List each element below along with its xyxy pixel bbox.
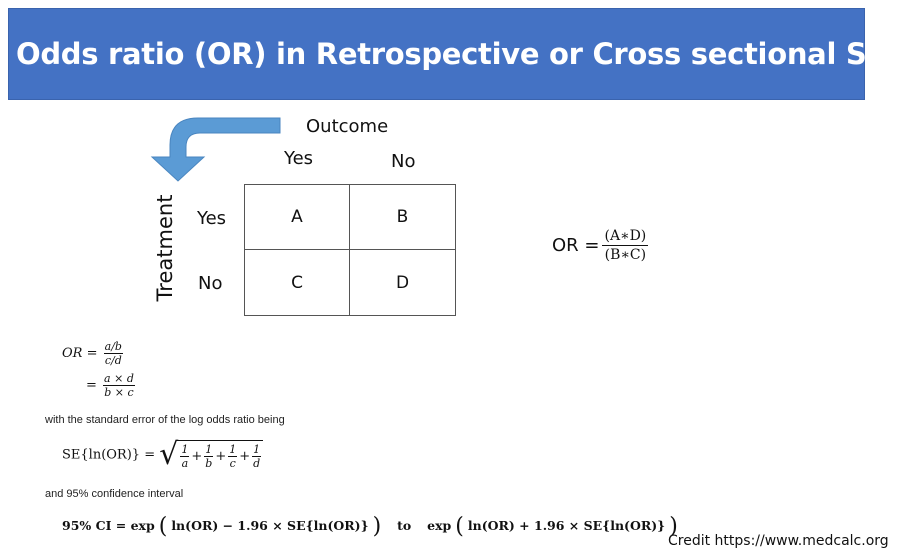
equals-sign: = <box>86 346 98 361</box>
plus-sign: + <box>215 449 227 464</box>
treatment-label: Treatment <box>153 194 177 302</box>
or-fraction-2-den: b × c <box>104 386 134 399</box>
or-fraction-2: a × d b × c <box>103 372 135 399</box>
title-banner: Odds ratio (OR) in Retrospective or Cros… <box>8 8 900 100</box>
or-formula-lhs: OR = <box>552 235 600 256</box>
se-term-b-num: 1 <box>204 443 214 457</box>
se-term-a-den: a <box>181 457 189 470</box>
open-paren: ( <box>455 514 464 539</box>
outcome-label: Outcome <box>306 116 389 137</box>
se-description: with the standard error of the log odds … <box>45 414 285 426</box>
cell-d: D <box>395 272 410 293</box>
se-term-d-num: 1 <box>252 443 262 457</box>
row-header-no: No <box>198 273 223 294</box>
or-fraction-1-den: c/d <box>104 354 122 367</box>
or-formula-fraction: (A∗D) (B∗C) <box>602 228 649 263</box>
equals-sign: = <box>86 378 97 393</box>
close-paren: ) <box>669 514 678 539</box>
or-formula-numerator: (A∗D) <box>602 228 649 246</box>
open-paren: ( <box>158 514 168 539</box>
radical-icon: √ <box>159 437 179 472</box>
column-header-no: No <box>391 151 416 172</box>
ci-lhs: 95% CI = exp <box>62 518 155 533</box>
or-definition-line1: OR = a/b c/d <box>62 340 125 367</box>
se-term-a-num: 1 <box>180 443 190 457</box>
se-term-b-den: b <box>205 457 213 470</box>
or-formula: OR = (A∗D) (B∗C) <box>552 228 649 263</box>
ci-lower-bound: ln(OR) − 1.96 × SE{ln(OR)} <box>171 518 369 533</box>
ci-formula: 95% CI = exp ( ln(OR) − 1.96 × SE{ln(OR)… <box>62 514 678 539</box>
row-header-yes: Yes <box>197 208 227 229</box>
or-definition-line2: = a × d b × c <box>86 372 137 399</box>
or-fraction-1: a/b c/d <box>103 340 123 367</box>
cell-c: C <box>245 250 350 315</box>
cell-b: B <box>350 185 455 250</box>
or-formula-denominator: (B∗C) <box>604 247 647 263</box>
curved-arrow-icon <box>150 117 281 182</box>
se-term-c-den: c <box>229 457 236 470</box>
se-term-c-num: 1 <box>228 443 238 457</box>
ci-exp: exp <box>427 518 452 533</box>
ci-description: and 95% confidence interval <box>45 488 184 500</box>
se-term-d-den: d <box>253 457 261 470</box>
column-header-yes: Yes <box>284 148 314 169</box>
cell-a: A <box>245 185 350 250</box>
plus-sign: + <box>239 449 251 464</box>
slide-title: Odds ratio (OR) in Retrospective or Cros… <box>16 37 900 71</box>
or-fraction-1-num: a/b <box>103 340 123 354</box>
ci-to: to <box>397 518 412 533</box>
or-symbol: OR <box>62 346 83 361</box>
credit-text: Credit https://www.medcalc.org <box>668 533 889 549</box>
contingency-table: A B C D <box>244 184 456 316</box>
ci-upper-bound: ln(OR) + 1.96 × SE{ln(OR)} <box>467 518 666 533</box>
or-fraction-2-num: a × d <box>103 372 135 386</box>
close-paren: ) <box>372 514 382 539</box>
se-lhs: SE{ln(OR)} = <box>62 447 156 463</box>
plus-sign: + <box>191 449 203 464</box>
